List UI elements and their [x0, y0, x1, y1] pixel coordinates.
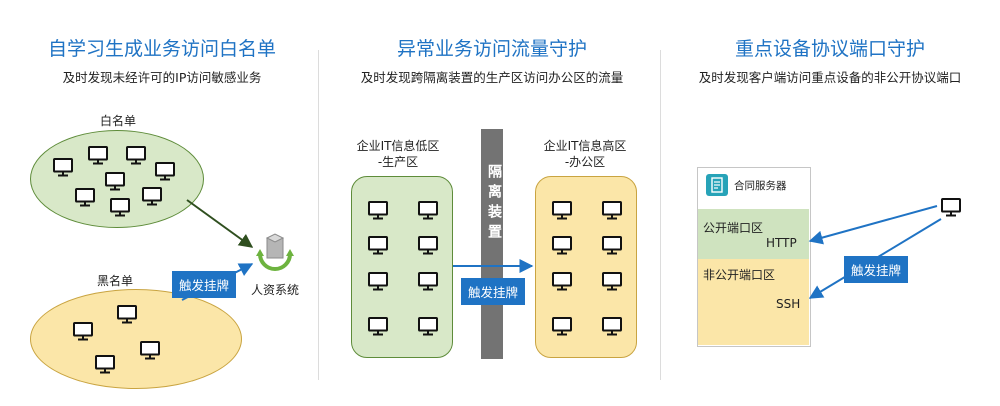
low-zone-label-line1: 企业IT信息低区 — [356, 139, 440, 153]
recycle-cube-icon — [256, 233, 294, 271]
server-icon — [706, 174, 728, 196]
private-zone-label: 非公开端口区 — [703, 268, 776, 282]
panel2-title: 异常业务访问流量守护 — [396, 38, 588, 60]
http-port-label: HTTP — [766, 236, 797, 250]
panel-divider — [660, 50, 661, 380]
trigger-badge: 触发挂牌 — [461, 278, 526, 305]
panel-divider — [318, 50, 319, 380]
system-label: 人资系统 — [250, 283, 300, 297]
trigger-badge: 触发挂牌 — [172, 271, 237, 298]
panel1-subtitle: 及时发现未经许可的IP访问敏感业务 — [62, 70, 262, 85]
panel3-arrows — [808, 205, 942, 299]
server-label: 合同服务器 — [734, 180, 787, 192]
panel2-arrow — [453, 259, 534, 273]
ssh-port-label: SSH — [776, 297, 801, 311]
panel1-title: 自学习生成业务访问白名单 — [47, 38, 277, 60]
public-zone-label: 公开端口区 — [703, 221, 764, 235]
panel3-title: 重点设备协议端口守护 — [734, 38, 926, 60]
public-port-zone — [698, 209, 809, 259]
high-zone-label-line2: -办公区 — [564, 155, 606, 169]
blacklist-label: 黑名单 — [96, 274, 134, 288]
low-zone-label-line2: -生产区 — [377, 155, 419, 169]
panel3-subtitle: 及时发现客户端访问重点设备的非公开协议端口 — [698, 70, 962, 85]
whitelist-label: 白名单 — [99, 114, 137, 128]
high-zone-label-line1: 企业IT信息高区 — [543, 139, 627, 153]
panel2-subtitle: 及时发现跨隔离装置的生产区访问办公区的流量 — [360, 70, 624, 85]
private-port-zone — [698, 259, 809, 345]
trigger-badge: 触发挂牌 — [844, 256, 909, 283]
panel1-arrows — [181, 199, 254, 301]
isolation-device-label: 隔离装置 — [486, 164, 502, 244]
